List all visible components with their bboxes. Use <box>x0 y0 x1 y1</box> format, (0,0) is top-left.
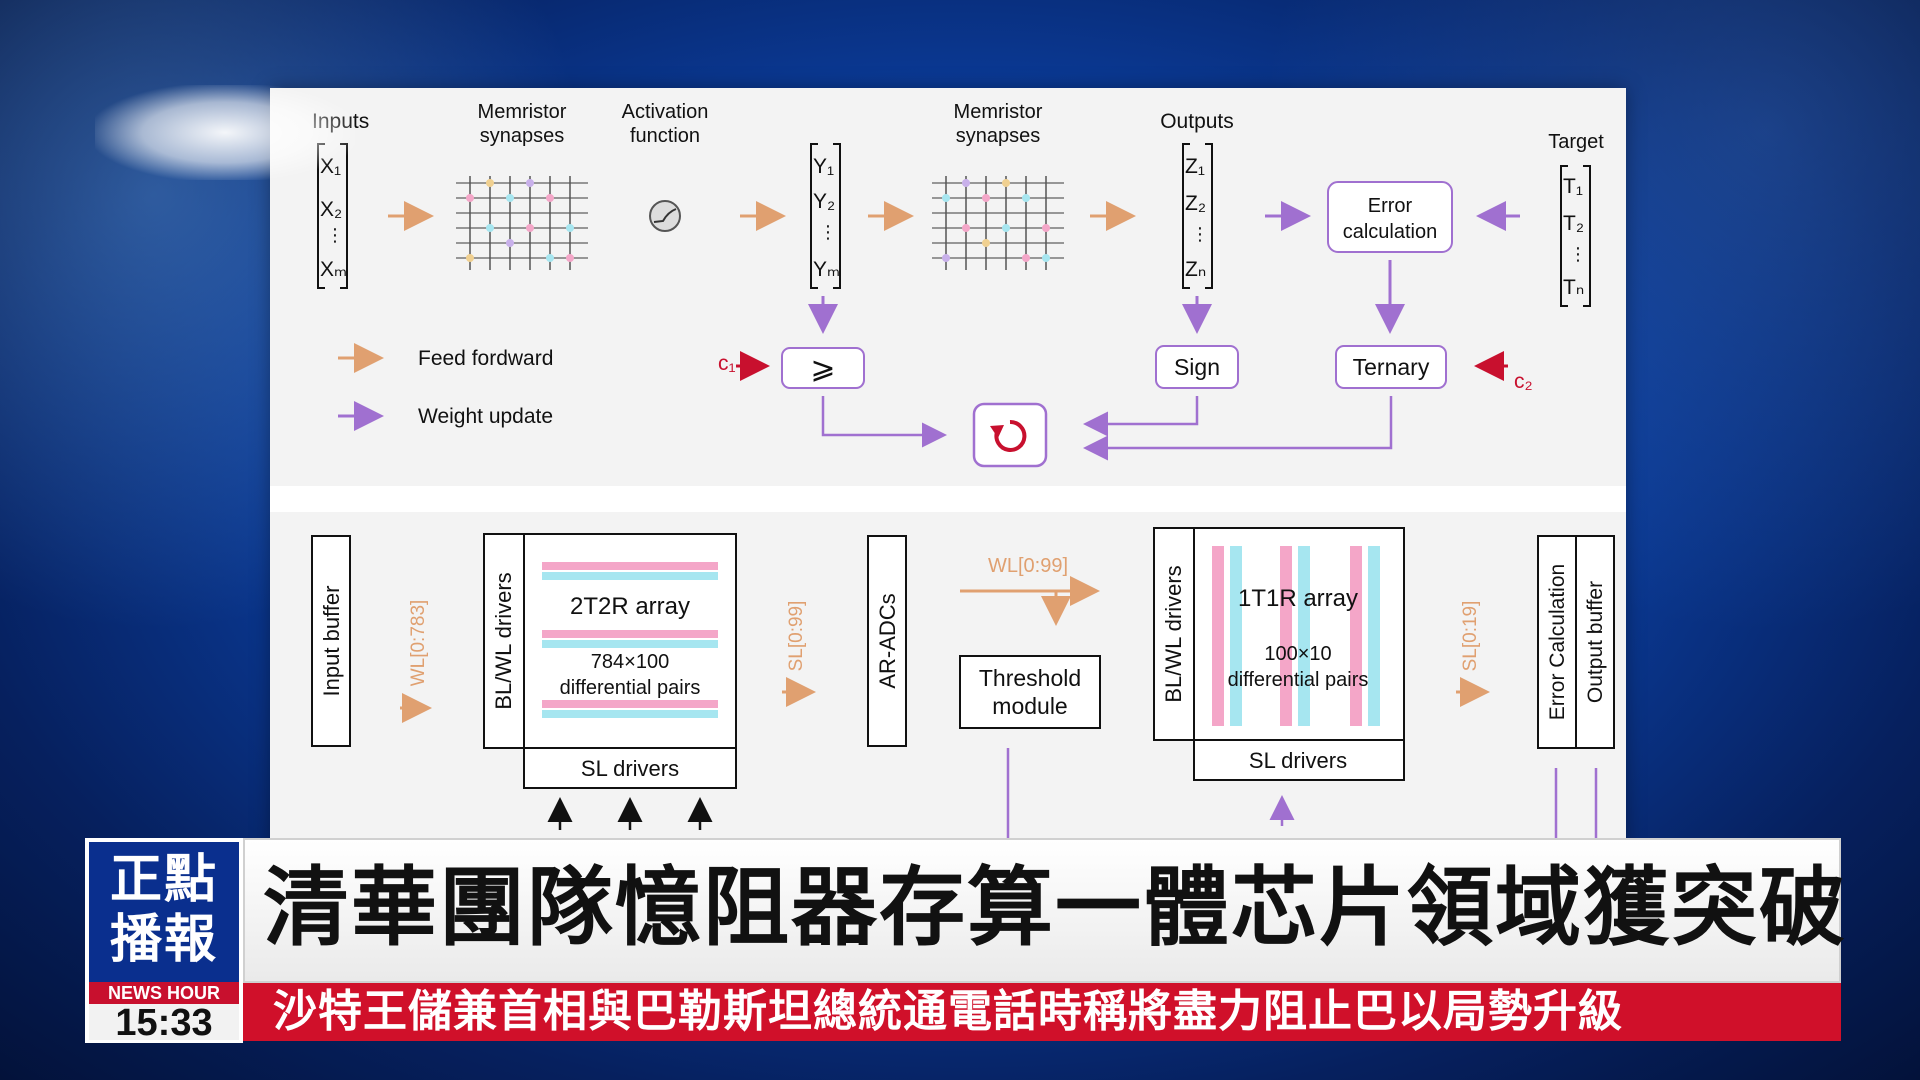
diagram-panel: Inputs X₁ X₂ ⋮ Xₘ Memristor synapses <box>270 88 1626 848</box>
clock-time: 15:33 <box>89 1004 239 1042</box>
output-z1: Z₁ <box>1185 155 1205 178</box>
news-logo: 正點 播報 NEWS HOUR 15:33 <box>85 838 243 1043</box>
sl-drivers-1-box <box>523 747 737 789</box>
c2-label: c₂ <box>1514 370 1533 393</box>
array-2t2r-title: 2T2R array <box>570 593 690 620</box>
outputs-label: Outputs <box>1160 110 1234 133</box>
threshold-module-box <box>959 655 1101 729</box>
wu-line-ternary-to-loop <box>1083 396 1393 461</box>
synapses-1-label-line1: Memristor <box>478 101 567 123</box>
error-calculation-box <box>1327 181 1453 253</box>
outputs-bracket-right <box>1205 143 1213 289</box>
logo-line-1: 正點 <box>109 850 218 910</box>
c1-label: c₁ <box>718 352 736 375</box>
output-buffer-label: Output buffer <box>1584 581 1607 703</box>
sl-99-label: SL[0:99] <box>786 601 807 672</box>
array-1t1r-stripes <box>1212 546 1380 726</box>
memristor-diagram: Inputs X₁ X₂ ⋮ Xₘ Memristor synapses <box>270 101 1626 848</box>
headline-bar: 清華團隊憶阻器存算一體芯片領域獲突破 <box>243 838 1845 983</box>
threshold-line2: module <box>992 693 1067 719</box>
wu-line-compare-to-loop <box>821 396 947 448</box>
compare-symbol: ⩾ <box>810 352 835 385</box>
section-divider <box>270 486 1626 512</box>
threshold-line1: Threshold <box>979 665 1081 691</box>
hidden-y1: Y₁ <box>813 155 834 178</box>
ticker-bar: 沙特王儲兼首相與巴勒斯坦總統通電話時稱將盡力阻止巴以局勢升級 <box>243 983 1841 1041</box>
error-calc-line2: calculation <box>1343 221 1438 243</box>
ar-adcs-label: AR-ADCs <box>875 593 900 688</box>
synapse-grid-2 <box>932 176 1064 270</box>
input-x2: X₂ <box>320 198 342 221</box>
ternary-label: Ternary <box>1353 354 1430 380</box>
sl-drivers-1-label: SL drivers <box>581 756 679 781</box>
input-xm: Xₘ <box>320 258 347 281</box>
target-bracket-left <box>1560 165 1568 307</box>
error-calculation-label: Error Calculation <box>1546 564 1569 720</box>
overlay-smudge <box>95 85 355 180</box>
logo-text: 正點 播報 <box>89 842 239 982</box>
wl-99-label: WL[0:99] <box>988 555 1068 577</box>
legend-feed-forward-label: Feed fordward <box>418 347 553 370</box>
synapse-grid-1 <box>456 176 588 270</box>
logo-news-hour: NEWS HOUR <box>89 982 239 1004</box>
blwl-drivers-2-box <box>1153 527 1195 741</box>
ternary-box <box>1335 345 1447 389</box>
error-calc-block-box <box>1537 535 1577 749</box>
target-t1: T₁ <box>1563 175 1583 198</box>
array-1t1r-title: 1T1R array <box>1238 585 1358 612</box>
input-ellipsis: ⋮ <box>326 225 344 245</box>
legend-weight-update-label: Weight update <box>418 405 553 428</box>
error-calc-line1: Error <box>1368 195 1413 217</box>
synapses-1-label-line2: synapses <box>480 125 565 147</box>
array-2t2r-pairs: differential pairs <box>560 677 701 699</box>
targets-ellipsis: ⋮ <box>1569 244 1587 264</box>
synapses-2-label-line2: synapses <box>956 125 1041 147</box>
refresh-icon <box>990 419 1027 452</box>
hidden-ym: Yₘ <box>813 258 840 281</box>
target-bracket-right <box>1583 165 1591 307</box>
activation-label-line1: Activation <box>622 101 709 123</box>
target-tn: Tₙ <box>1563 276 1584 299</box>
sign-box <box>1155 345 1239 389</box>
headline-text: 清華團隊憶阻器存算一體芯片領域獲突破 <box>263 858 1847 958</box>
update-loop-box <box>972 402 1048 468</box>
synapses-2-label-line1: Memristor <box>954 101 1043 123</box>
news-lower-third: 正點 播報 NEWS HOUR 15:33 清華團隊憶阻器存算一體芯片領域獲突破… <box>85 838 1845 1043</box>
hidden-ellipsis: ⋮ <box>819 222 837 242</box>
target-t2: T₂ <box>1563 212 1584 235</box>
target-label: Target <box>1548 131 1604 153</box>
input-buffer-box <box>311 535 351 747</box>
sign-label: Sign <box>1174 354 1220 380</box>
array-1t1r-pairs: differential pairs <box>1228 669 1369 691</box>
ar-adcs-box <box>867 535 907 747</box>
blwl-drivers-1-label: BL/WL drivers <box>491 572 516 709</box>
sl-drivers-2-box <box>1193 739 1405 781</box>
logo-line-2: 播報 <box>109 910 218 970</box>
output-z2: Z₂ <box>1185 192 1206 215</box>
input-buffer-label: Input buffer <box>319 586 344 697</box>
array-2t2r-dims: 784×100 <box>591 651 669 673</box>
outputs-ellipsis: ⋮ <box>1191 224 1209 244</box>
activation-label-line2: function <box>630 125 700 147</box>
hidden-y2: Y₂ <box>813 190 835 213</box>
wl-783-label: WL[0:783] <box>408 600 429 687</box>
array-1t1r-dims: 100×10 <box>1264 643 1331 665</box>
blwl-drivers-2-label: BL/WL drivers <box>1161 565 1186 702</box>
activation-function-icon <box>649 200 681 232</box>
ticker-text: 沙特王儲兼首相與巴勒斯坦總統通電話時稱將盡力阻止巴以局勢升級 <box>273 986 1623 1037</box>
sl-19-label: SL[0:19] <box>1460 601 1481 672</box>
blwl-drivers-1-box <box>483 533 525 749</box>
array-2t2r-stripes <box>542 562 718 718</box>
hidden-bracket-left <box>810 143 818 289</box>
wu-line-sign-to-loop <box>1083 396 1199 437</box>
sl-drivers-2-label: SL drivers <box>1249 748 1347 773</box>
compare-box <box>781 347 865 389</box>
hidden-bracket-right <box>833 143 841 289</box>
output-zn: Zₙ <box>1185 258 1206 281</box>
output-buffer-box <box>1575 535 1615 749</box>
outputs-bracket-left <box>1182 143 1190 289</box>
